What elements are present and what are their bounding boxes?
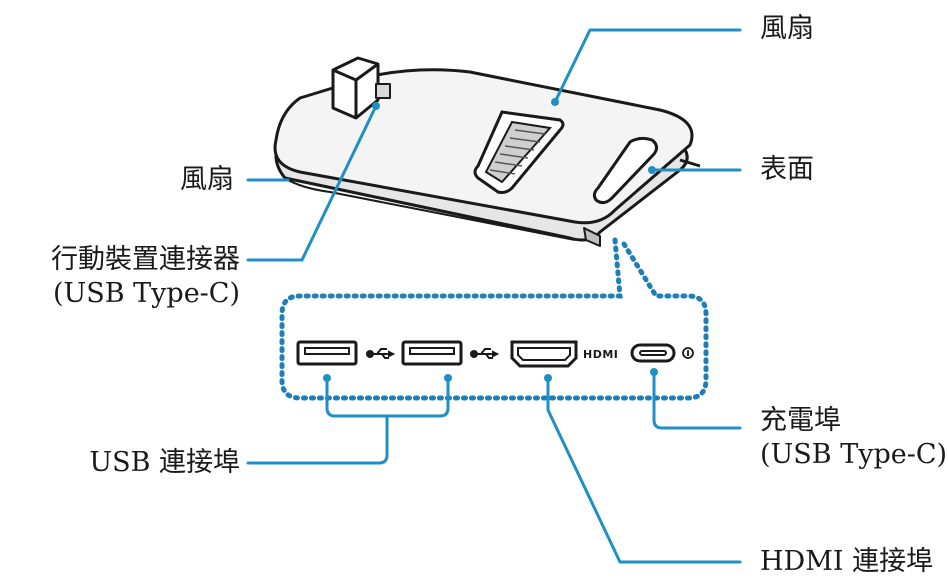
mobile-connector-block [331, 56, 391, 120]
leader-usb-ports [246, 376, 450, 465]
hdmi-port [510, 340, 578, 368]
leader-lines [246, 28, 742, 564]
leader-mobile-connector [246, 104, 378, 262]
leader-charging-port [652, 370, 742, 430]
label-charging-port-sub: (USB Type-C) [760, 439, 948, 470]
usb-symbol-icon [470, 348, 500, 359]
power-symbol-icon [682, 347, 694, 359]
label-charging-port: 充電埠 (USB Type-C) [760, 404, 947, 472]
label-mobile-connector-main: 行動裝置連接器 [51, 244, 240, 275]
usb-c-charging-port [630, 343, 676, 363]
label-charging-port-main: 充電埠 [760, 405, 841, 436]
label-hdmi-port: HDMI 連接埠 [760, 546, 934, 577]
usb-symbol-icon [366, 348, 396, 359]
usb-port-1 [296, 340, 358, 366]
hdmi-logo: HDMI [583, 348, 618, 361]
surface-recess [592, 136, 659, 205]
label-fan-left: 風扇 [180, 164, 234, 195]
label-fan-top: 風扇 [760, 13, 814, 44]
usb-port-2 [401, 340, 463, 366]
leader-fan-top [553, 28, 742, 104]
label-usb-ports: USB 連接埠 [89, 447, 240, 478]
ports-callout-outline [279, 237, 709, 401]
leader-hdmi-port [546, 376, 742, 564]
fan-vent [473, 110, 565, 194]
label-mobile-connector-sub: (USB Type-C) [52, 278, 240, 309]
leader-dots [323, 98, 658, 382]
label-surface: 表面 [760, 154, 814, 185]
label-mobile-connector: 行動裝置連接器 (USB Type-C) [0, 243, 240, 311]
